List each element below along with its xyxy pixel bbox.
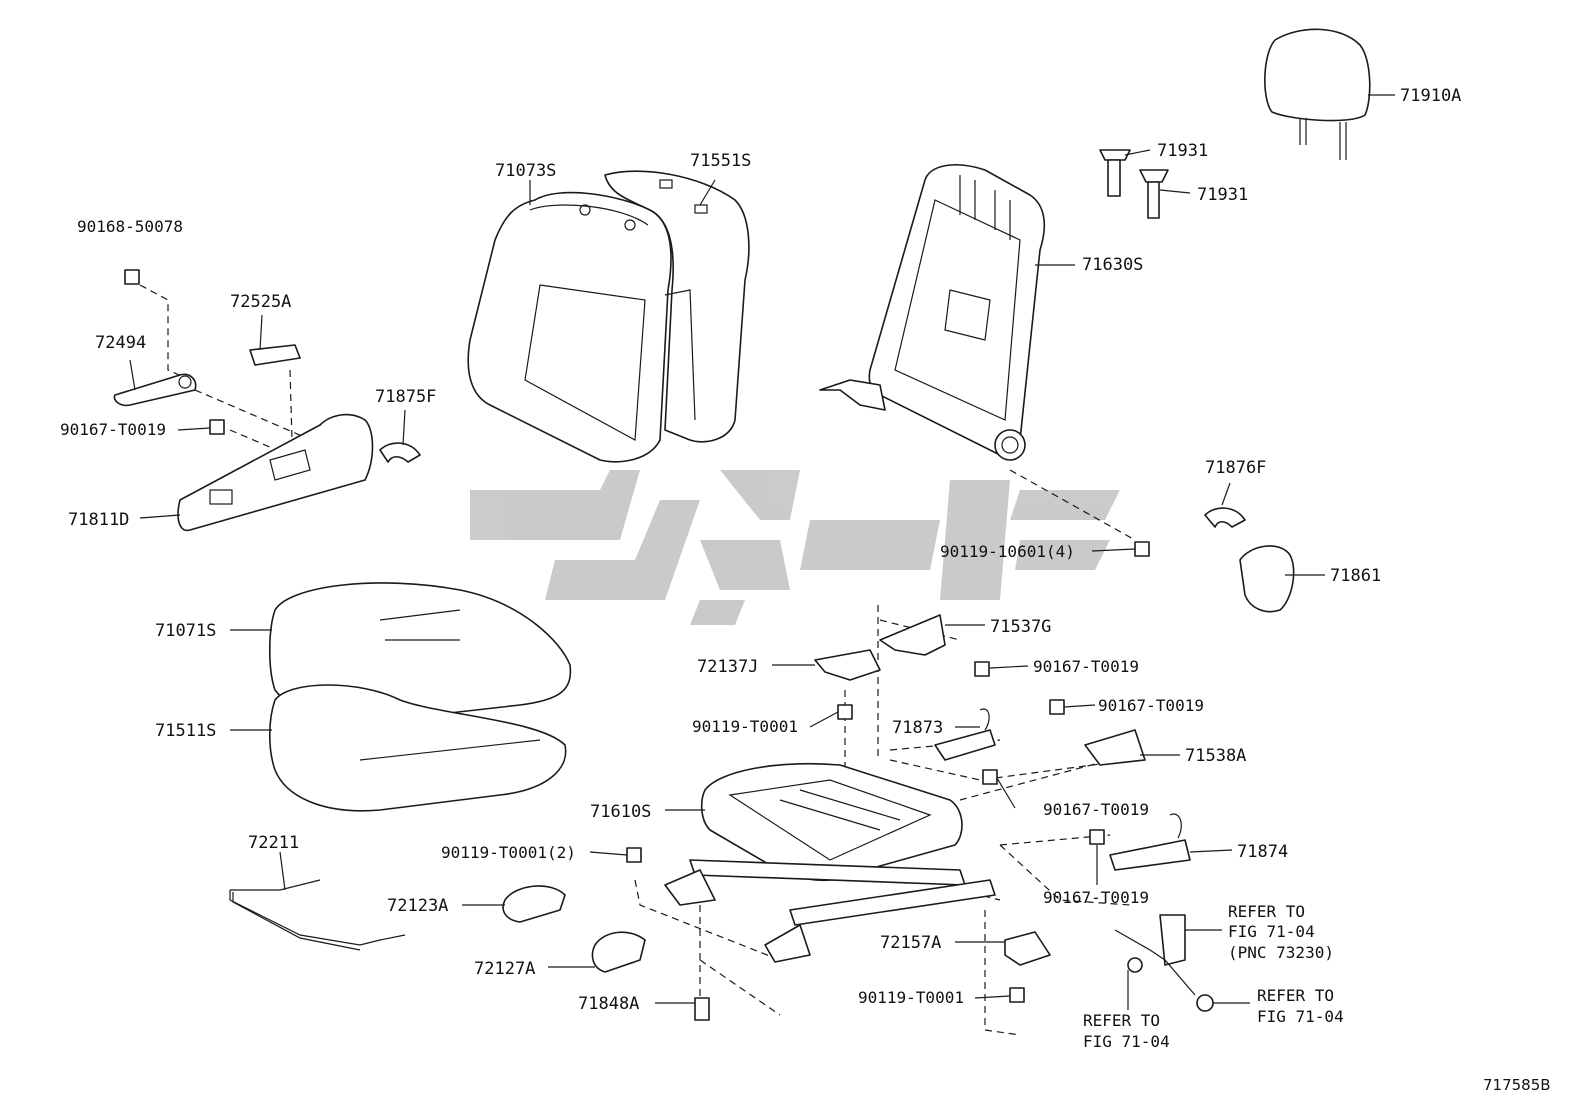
ref-bolt-line2: FIG 71-04 bbox=[1257, 1007, 1344, 1026]
label-90167-T0019-c: 90167-T0019 bbox=[1043, 800, 1149, 819]
seatback-frame-71630S bbox=[819, 164, 1046, 461]
wire-72211 bbox=[229, 879, 406, 951]
label-71848A: 71848A bbox=[578, 994, 639, 1014]
ref-bolt-line1: REFER TO bbox=[1257, 986, 1334, 1005]
label-72157A: 72157A bbox=[880, 933, 941, 953]
screw-90167-T0019-b bbox=[1049, 699, 1065, 715]
screw-90167-T0019-left bbox=[209, 419, 225, 435]
screw-90167-T0019-a bbox=[974, 661, 990, 677]
screw-90167-T0019-d bbox=[1089, 829, 1105, 845]
watermark-logo bbox=[470, 470, 1120, 625]
label-71610S: 71610S bbox=[590, 802, 651, 822]
label-72127A: 72127A bbox=[474, 959, 535, 979]
label-90167-T0019-left: 90167-T0019 bbox=[60, 420, 166, 439]
seatbelt-buckle bbox=[1114, 914, 1214, 1012]
ref-belt-line3: (PNC 73230) bbox=[1228, 943, 1334, 962]
label-90119-10601: 90119-10601(4) bbox=[940, 542, 1075, 561]
label-71630S: 71630S bbox=[1082, 255, 1143, 275]
cover-72157A bbox=[1004, 931, 1051, 966]
label-71811D: 71811D bbox=[68, 510, 129, 530]
label-71511S: 71511S bbox=[155, 721, 216, 741]
recliner-cover-71811D bbox=[177, 413, 374, 532]
leader-lines bbox=[129, 94, 1395, 1010]
label-72137J: 72137J bbox=[697, 657, 758, 677]
bolt-90119-10601 bbox=[1134, 541, 1150, 557]
label-71931-b: 71931 bbox=[1197, 185, 1248, 205]
headrest-71910A bbox=[1264, 28, 1371, 160]
screw-90167-T0019-c bbox=[982, 769, 998, 785]
cover-71876F bbox=[1204, 507, 1246, 528]
ref-anchor-line2: FIG 71-04 bbox=[1083, 1032, 1170, 1051]
seatback-cover-71073S bbox=[467, 191, 672, 463]
label-71931-a: 71931 bbox=[1157, 141, 1208, 161]
cover-72127A bbox=[591, 931, 646, 973]
label-90119-T0001-a: 90119-T0001 bbox=[692, 717, 798, 736]
seat-frame-71610S bbox=[664, 762, 996, 963]
label-90168-50078: 90168-50078 bbox=[77, 217, 183, 236]
lever-72494 bbox=[113, 373, 197, 407]
bolt-90119-T0001-a bbox=[837, 704, 853, 720]
label-71873: 71873 bbox=[892, 718, 943, 738]
label-71538A: 71538A bbox=[1185, 746, 1246, 766]
bracket-71538A bbox=[1084, 729, 1146, 766]
label-71861: 71861 bbox=[1330, 566, 1381, 586]
cover-71875F bbox=[379, 442, 421, 463]
part-labels: 71910A 71931 71931 71630S 71073S 71551S … bbox=[60, 86, 1461, 1014]
label-90167-T0019-a: 90167-T0019 bbox=[1033, 657, 1139, 676]
knob-72525A bbox=[249, 344, 301, 366]
cover-71537G bbox=[879, 614, 946, 656]
label-90119-T0001-b: 90119-T0001 bbox=[858, 988, 964, 1007]
cover-72137J bbox=[814, 649, 881, 681]
bolt-90119-T0001-b bbox=[1009, 987, 1025, 1003]
label-71537G: 71537G bbox=[990, 617, 1051, 637]
cover-72123A bbox=[502, 885, 566, 923]
reference-notes: REFER TO FIG 71-04 (PNC 73230) REFER TO … bbox=[1083, 902, 1344, 1051]
label-71910A: 71910A bbox=[1400, 86, 1461, 106]
ref-belt-line2: FIG 71-04 bbox=[1228, 922, 1315, 941]
label-71071S: 71071S bbox=[155, 621, 216, 641]
bracket-71873 bbox=[934, 708, 996, 761]
cap-71861 bbox=[1239, 545, 1295, 613]
ref-belt-line1: REFER TO bbox=[1228, 902, 1305, 921]
label-71875F: 71875F bbox=[375, 387, 436, 407]
label-90167-T0019-d: 90167-T0019 bbox=[1043, 888, 1149, 907]
ref-anchor-line1: REFER TO bbox=[1083, 1011, 1160, 1030]
label-90167-T0019-b: 90167-T0019 bbox=[1098, 696, 1204, 715]
label-90119-T0001-2: 90119-T0001(2) bbox=[441, 843, 576, 862]
bolt-90168-50078 bbox=[124, 269, 140, 285]
label-71874: 71874 bbox=[1237, 842, 1288, 862]
label-71876F: 71876F bbox=[1205, 458, 1266, 478]
label-72123A: 72123A bbox=[387, 896, 448, 916]
bolt-90119-T0001-2 bbox=[626, 847, 642, 863]
bracket-71874 bbox=[1109, 813, 1191, 871]
seatback-pad-71551S bbox=[604, 170, 750, 443]
label-72211: 72211 bbox=[248, 833, 299, 853]
seat-cushion-pad-71511S bbox=[269, 684, 567, 812]
label-72494: 72494 bbox=[95, 333, 146, 353]
cap-71848A bbox=[694, 997, 710, 1021]
label-71073S: 71073S bbox=[495, 161, 556, 181]
headrest-guides-71931 bbox=[1099, 149, 1169, 219]
figure-number: 717585B bbox=[1483, 1076, 1551, 1094]
label-71551S: 71551S bbox=[690, 151, 751, 171]
label-72525A: 72525A bbox=[230, 292, 291, 312]
